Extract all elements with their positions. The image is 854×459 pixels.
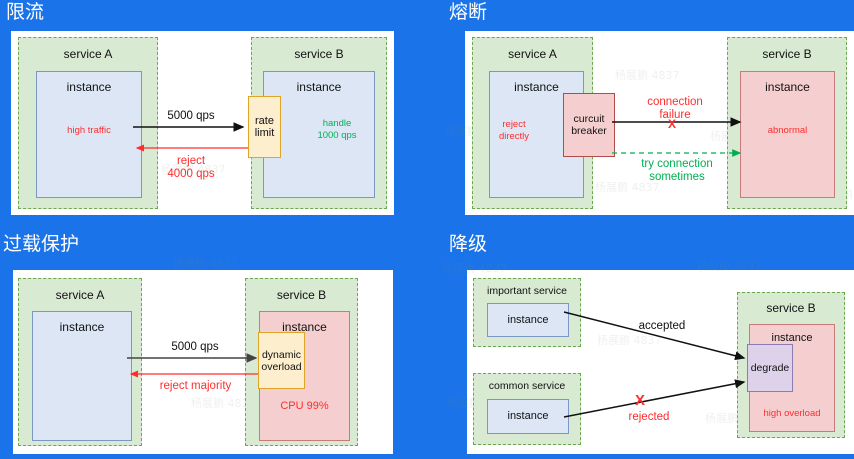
service-b-label: service B xyxy=(766,301,816,315)
instance-label: instance xyxy=(507,410,549,422)
reject-directly-note: reject directly xyxy=(498,119,530,142)
arrow-label-reject-majority: reject majority xyxy=(159,380,232,392)
arrow-layer xyxy=(563,311,746,418)
service-b-label: service B xyxy=(762,47,812,61)
quadrant-degradation: 降级 杨展鹏 4837 杨展鹏 4837 杨展鹏 4837 杨展鹏 4837 杨… xyxy=(427,230,854,459)
common-service-instance-box: instance xyxy=(487,399,569,434)
quadrant-rate-limiting: 限流 杨展鹏 4837 杨展鹏 4837 杨展鹏 4837 service A … xyxy=(0,0,427,230)
panel-degradation: 杨展鹏 4837 杨展鹏 4837 杨展鹏 4837 杨展鹏 4837 杨展鹏 … xyxy=(442,260,854,454)
important-service-instance-box: instance xyxy=(487,303,569,337)
service-a-box: service A instance high traffic xyxy=(18,37,158,209)
common-service-box: common service instance xyxy=(473,373,581,445)
quadrant-title-overload-protection: 过载保护 xyxy=(3,233,80,255)
arrow-layer xyxy=(612,117,742,157)
panel-rate-limiting: 杨展鹏 4837 杨展鹏 4837 杨展鹏 4837 service A ins… xyxy=(11,31,394,215)
arrow-label-rejected: rejected xyxy=(628,411,670,423)
arrow-label-accepted: accepted xyxy=(638,320,686,332)
service-a-instance-box: instance xyxy=(32,311,132,441)
rejected-x-marker: X xyxy=(635,392,646,409)
watermark: 杨展鹏 4837 xyxy=(173,257,238,270)
degrade-gate: degrade xyxy=(747,344,793,392)
service-a-label: service A xyxy=(55,288,105,302)
service-a-label: service A xyxy=(508,47,557,61)
high-traffic-note: high traffic xyxy=(67,125,111,136)
instance-label: instance xyxy=(59,320,105,334)
panel-circuit-breaking: 杨展鹏 4837 杨展鹏 4837 杨展鹏 4837 杨展鹏 4837 杨展鹏 … xyxy=(445,31,854,215)
service-b-instance-box: instance handle 1000 qps xyxy=(263,71,375,198)
failure-x-marker: X xyxy=(668,117,677,131)
circuit-breaker-gate: curcuit breaker xyxy=(563,93,615,157)
service-b-instance-box: instance abnormal xyxy=(740,71,835,198)
instance-label: instance xyxy=(765,80,810,94)
instance-label: instance xyxy=(296,80,342,94)
quadrant-title-rate-limiting: 限流 xyxy=(6,1,45,23)
arrow-label-try-connection: try connection sometimes xyxy=(641,158,713,183)
service-b-label: service B xyxy=(294,47,344,61)
instance-label: instance xyxy=(514,80,559,94)
important-service-box: important service instance xyxy=(473,278,581,347)
instance-label: instance xyxy=(282,320,327,334)
important-service-label: important service xyxy=(487,285,567,297)
service-a-label: service A xyxy=(63,47,113,61)
arrow-layer xyxy=(127,353,258,378)
abnormal-note: abnormal xyxy=(767,125,808,136)
service-b-box: service B instance abnormal xyxy=(727,37,847,209)
arrow-label-reject: reject 4000 qps xyxy=(167,155,215,180)
instance-label: instance xyxy=(771,332,813,344)
quadrant-circuit-breaking: 熔断 杨展鹏 4837 杨展鹏 4837 杨展鹏 4837 杨展鹏 4837 杨… xyxy=(427,0,854,230)
quadrant-title-degradation: 降级 xyxy=(449,233,488,255)
service-b-label: service B xyxy=(276,288,327,302)
arrow-label-connection-failure: connection failure xyxy=(647,96,703,121)
dynamic-overload-gate: dynamic overload xyxy=(258,332,305,389)
service-a-box: service A instance xyxy=(18,278,142,446)
quadrant-overload-protection: 过载保护 杨展鹏 4837 杨展鹏 4837 杨展鹏 4837 杨展鹏 4837… xyxy=(0,230,427,459)
service-a-box: service A instance reject directly xyxy=(472,37,593,209)
common-service-label: common service xyxy=(488,380,566,392)
service-a-instance-box: instance high traffic xyxy=(36,71,142,198)
instance-label: instance xyxy=(507,314,549,326)
arrow-layer xyxy=(133,122,248,152)
rate-limit-gate: rate limit xyxy=(248,96,281,158)
quadrant-title-circuit-breaking: 熔断 xyxy=(449,1,488,23)
panel-overload-protection: 杨展鹏 4837 杨展鹏 4837 杨展鹏 4837 杨展鹏 4837 serv… xyxy=(13,257,393,454)
arrow-label-5000qps: 5000 qps xyxy=(167,110,215,122)
instance-label: instance xyxy=(66,80,112,94)
arrow-label-5000qps: 5000 qps xyxy=(171,341,219,353)
high-overload-note: high overload xyxy=(763,408,821,419)
cpu-usage-note: CPU 99% xyxy=(280,400,329,412)
handle-qps-note: handle 1000 qps xyxy=(317,118,357,141)
